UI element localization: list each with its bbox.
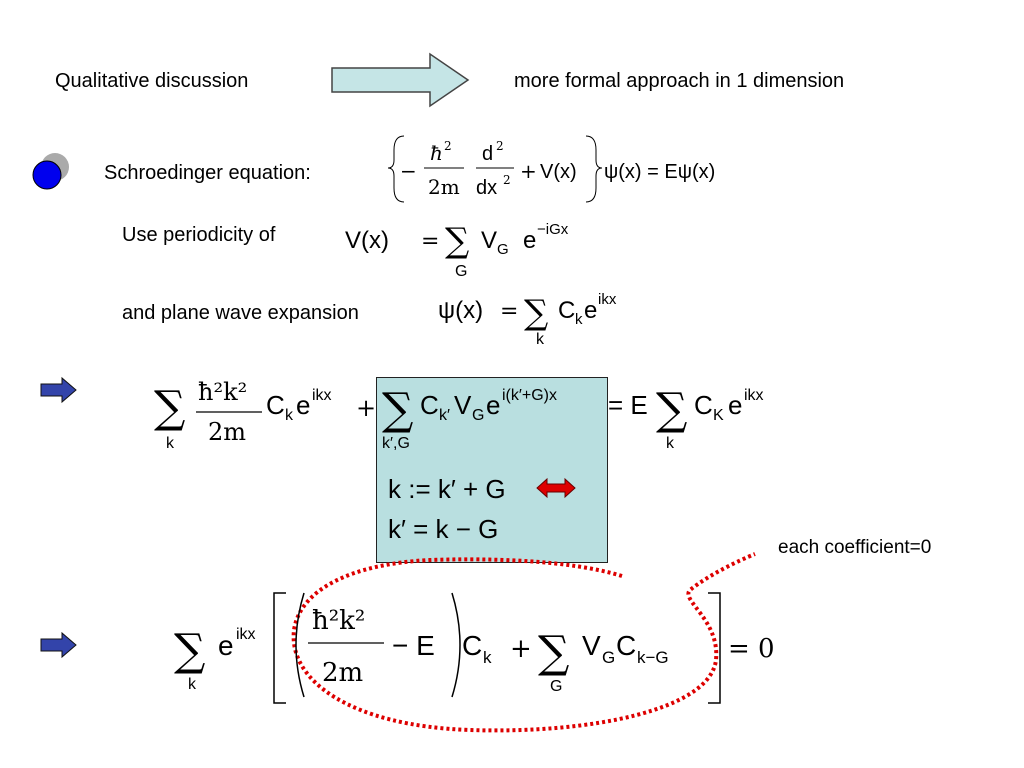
svg-text:C: C [558, 297, 575, 324]
svg-text:−: − [400, 159, 417, 183]
svg-text:V: V [454, 390, 472, 420]
svg-text:V(x): V(x) [540, 161, 577, 183]
callout-dotted-ellipse [291, 552, 756, 733]
svg-text:C: C [462, 630, 482, 661]
svg-text:k: k [536, 331, 545, 348]
schroedinger-label: Schroedinger equation: [104, 162, 311, 184]
svg-text:ħ: ħ [430, 141, 443, 165]
svg-text:+: + [356, 394, 376, 422]
svg-text:i(k′+G)x: i(k′+G)x [502, 387, 557, 404]
svg-text:ħ²k²: ħ²k² [198, 378, 247, 406]
double-arrow-icon [536, 477, 576, 499]
svg-text:K: K [713, 407, 724, 424]
svg-text:k′: k′ [439, 407, 450, 424]
svg-text:C: C [420, 390, 439, 420]
svg-text:G: G [455, 263, 467, 280]
left-label: Qualitative discussion [55, 70, 249, 92]
svg-text:2: 2 [503, 173, 511, 187]
svg-text:G: G [497, 241, 509, 258]
bullet-arrow-icon [40, 376, 77, 404]
svg-text:k: k [285, 407, 294, 424]
svg-text:k: k [483, 648, 492, 667]
substitution-box [376, 377, 608, 563]
svg-text:∑: ∑ [538, 627, 569, 678]
svg-text:ψ(x) = Eψ(x): ψ(x) = Eψ(x) [604, 161, 715, 183]
svg-text:k−G: k−G [637, 648, 669, 667]
svg-text:e: e [523, 227, 536, 254]
svg-text:∑: ∑ [656, 384, 687, 435]
svg-text:ikx: ikx [312, 387, 332, 404]
svg-text:V(x): V(x) [345, 227, 389, 254]
psi-equation: ψ(x) = ∑ k C k e ikx [438, 291, 617, 348]
svg-text:2m: 2m [428, 175, 460, 199]
svg-text:2: 2 [496, 139, 504, 153]
schroedinger-equation: − ħ 2 2m d 2 dx 2 + V(x) ψ(x) = Eψ(x) [387, 135, 715, 203]
svg-text:V: V [481, 227, 497, 254]
svg-text:2m: 2m [208, 418, 246, 446]
svg-text:+: + [510, 634, 532, 664]
main-equation: ∑ k ħ²k² 2m C k e ikx + ∑ k′,G C k′ V G … [154, 378, 764, 452]
svg-text:ikx: ikx [744, 387, 764, 404]
svg-text:= E: = E [608, 390, 648, 420]
svg-text:ħ²k²: ħ²k² [312, 606, 365, 636]
svg-text:2m: 2m [322, 658, 363, 688]
svg-text:∑: ∑ [174, 625, 205, 676]
svg-text:k: k [575, 311, 583, 328]
svg-text:e: e [584, 297, 597, 324]
box-line-2: k′ = k − G [388, 514, 499, 544]
svg-text:G: G [602, 648, 615, 667]
svg-text:− E: − E [392, 630, 435, 661]
svg-text:+: + [520, 159, 537, 183]
svg-text:e: e [296, 390, 310, 420]
svg-text:C: C [266, 390, 285, 420]
svg-text:G: G [472, 407, 484, 424]
svg-text:=: = [421, 229, 439, 254]
svg-text:k: k [166, 435, 175, 452]
svg-text:−iGx: −iGx [537, 221, 569, 238]
svg-text:ψ(x): ψ(x) [438, 297, 483, 324]
svg-text:e: e [728, 390, 742, 420]
svg-text:e: e [486, 390, 500, 420]
svg-text:dx: dx [476, 177, 497, 199]
svg-text:= 0: = 0 [728, 634, 775, 664]
svg-text:ikx: ikx [236, 626, 256, 643]
svg-text:2: 2 [444, 139, 452, 153]
svg-text:∑: ∑ [382, 384, 413, 435]
svg-text:k: k [188, 676, 197, 693]
svg-text:e: e [218, 630, 234, 661]
svg-text:V: V [582, 630, 601, 661]
svg-text:k: k [666, 435, 675, 452]
svg-text:C: C [694, 390, 713, 420]
right-label: more formal approach in 1 dimension [514, 70, 845, 92]
svg-text:C: C [616, 630, 636, 661]
right-arrow-icon [331, 52, 470, 108]
svg-text:=: = [500, 299, 518, 324]
svg-text:k′,G: k′,G [382, 435, 410, 452]
svg-text:d: d [482, 143, 493, 165]
box-line-1: k := k′ + G [388, 474, 506, 504]
periodicity-label: Use periodicity of [122, 224, 276, 246]
svg-text:G: G [550, 678, 562, 695]
svg-text:∑: ∑ [445, 221, 469, 261]
svg-text:∑: ∑ [524, 293, 548, 333]
bullet-dot-icon [32, 153, 69, 190]
plane-wave-label: and plane wave expansion [122, 302, 359, 324]
svg-text:ikx: ikx [598, 291, 617, 308]
potential-equation: V(x) = ∑ G V G e −iGx [345, 221, 569, 280]
bullet-arrow-icon-2 [40, 631, 77, 659]
each-coefficient-label: each coefficient=0 [778, 537, 932, 558]
svg-text:∑: ∑ [154, 382, 185, 433]
final-equation: ∑ k e ikx ħ²k² 2m − E C k + ∑ G V G C k−… [174, 592, 775, 704]
